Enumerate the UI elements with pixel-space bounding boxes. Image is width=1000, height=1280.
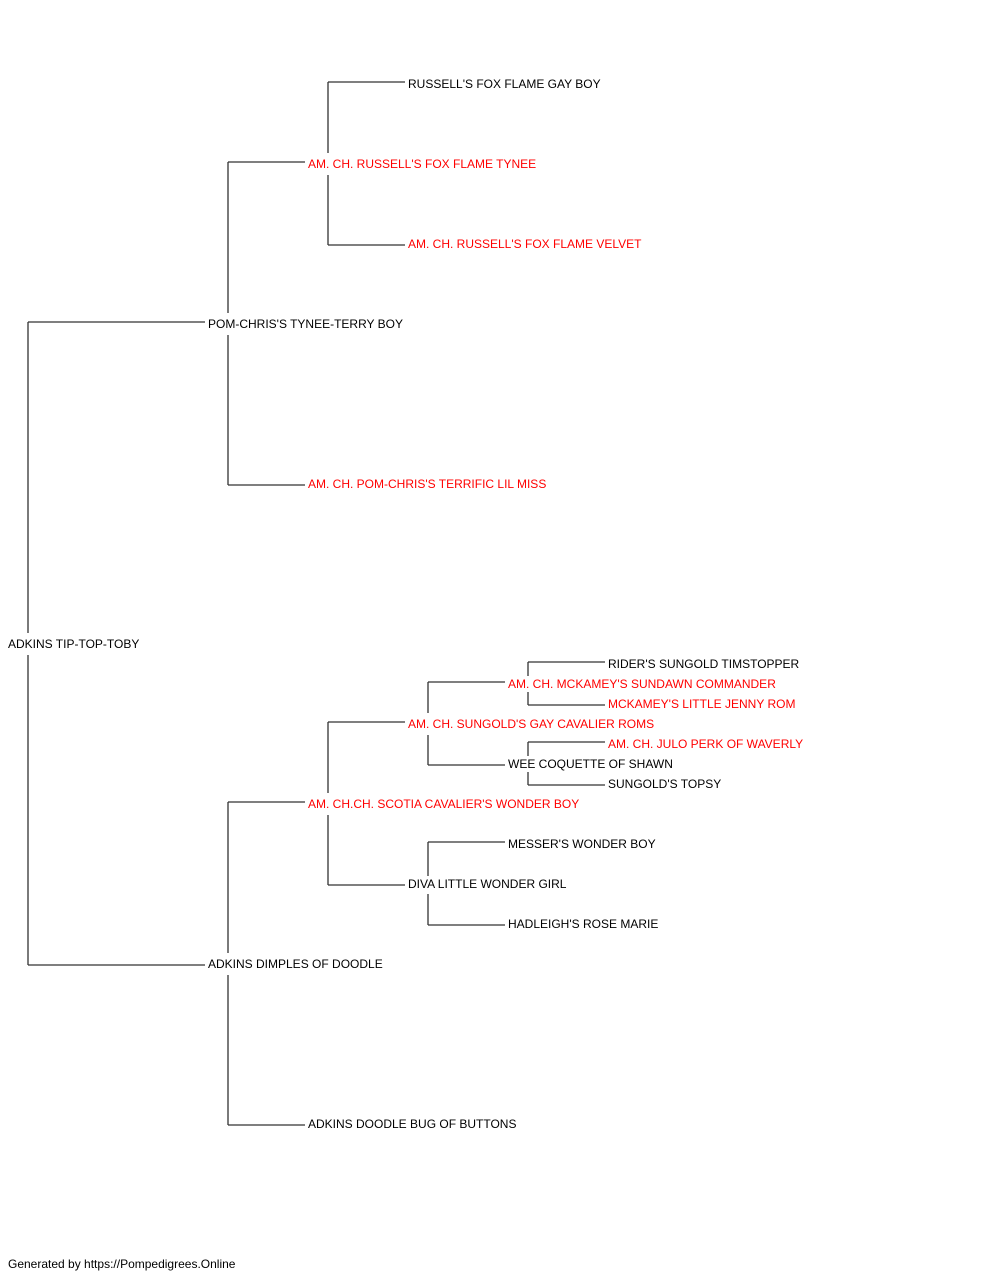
pedigree-subject: ADKINS TIP-TOP-TOBY: [8, 637, 140, 651]
pedigree-dam-sire-dam: DIVA LITTLE WONDER GIRL: [408, 877, 567, 891]
pedigree-dam: ADKINS DIMPLES OF DOODLE: [208, 957, 383, 971]
pedigree-dam-sire-sire-dam-dam: SUNGOLD'S TOPSY: [608, 777, 722, 791]
generated-by-footer: Generated by https://Pompedigrees.Online: [8, 1257, 236, 1271]
pedigree-sire: POM-CHRIS'S TYNEE-TERRY BOY: [208, 317, 403, 331]
pedigree-dam-sire-dam-dam: HADLEIGH'S ROSE MARIE: [508, 917, 659, 931]
pedigree-sire-sire: AM. CH. RUSSELL'S FOX FLAME TYNEE: [308, 157, 537, 171]
pedigree-dam-sire-sire-dam-sire: AM. CH. JULO PERK OF WAVERLY: [608, 737, 804, 751]
pedigree-dam-sire-sire-sire-dam: MCKAMEY'S LITTLE JENNY ROM: [608, 697, 796, 711]
pedigree-dam-sire: AM. CH.CH. SCOTIA CAVALIER'S WONDER BOY: [308, 797, 580, 811]
pedigree-dam-sire-sire-sire: AM. CH. MCKAMEY'S SUNDAWN COMMANDER: [508, 677, 776, 691]
pedigree-dam-sire-dam-sire: MESSER'S WONDER BOY: [508, 837, 656, 851]
pedigree-sire-sire-sire: RUSSELL'S FOX FLAME GAY BOY: [408, 77, 601, 91]
pedigree-sire-sire-dam: AM. CH. RUSSELL'S FOX FLAME VELVET: [408, 237, 642, 251]
pedigree-dam-sire-sire-sire-sire: RIDER'S SUNGOLD TIMSTOPPER: [608, 657, 800, 671]
pedigree-sire-dam: AM. CH. POM-CHRIS'S TERRIFIC LIL MISS: [308, 477, 547, 491]
pedigree-dam-sire-sire-dam: WEE COQUETTE OF SHAWN: [508, 757, 673, 771]
pedigree-dam-sire-sire: AM. CH. SUNGOLD'S GAY CAVALIER ROMS: [408, 717, 655, 731]
pedigree-dam-dam: ADKINS DOODLE BUG OF BUTTONS: [308, 1117, 517, 1131]
